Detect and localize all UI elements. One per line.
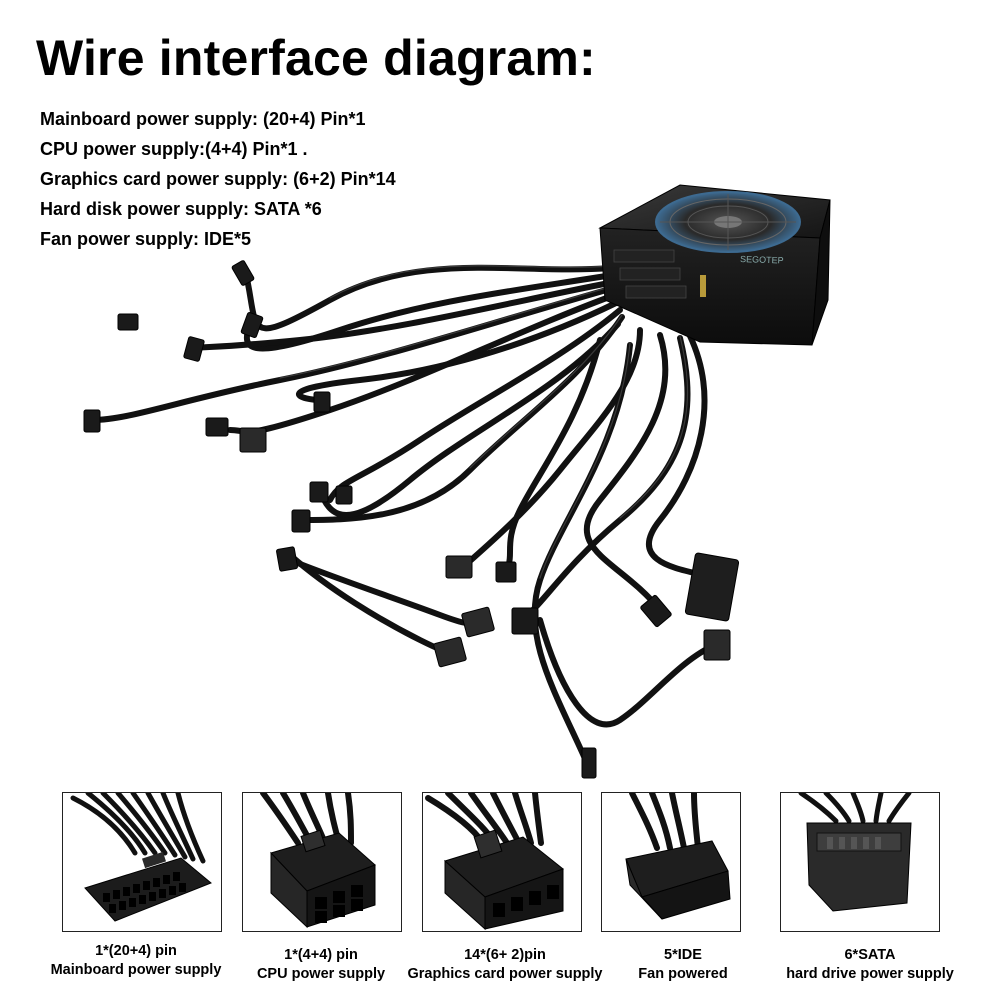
- page-title: Wire interface diagram:: [36, 30, 596, 86]
- psu-brand-label: SEGOTEP: [740, 254, 784, 266]
- cpu-8pin-connector-icon: [260, 793, 376, 929]
- caption-ide: 5*IDE Fan powered: [638, 947, 728, 982]
- psu-badge: [700, 275, 706, 297]
- atx-24pin-connector-icon: [70, 793, 212, 922]
- molex-ide-connector-icon: [625, 793, 731, 920]
- spec-hard-disk: Hard disk power supply: SATA *6: [40, 199, 322, 219]
- psu-cable-harness-illustration: SEGOTEP: [83, 184, 831, 779]
- pcie-8pin-connector-icon: [425, 793, 565, 931]
- cable-sleeve-highlights: [279, 265, 689, 579]
- psu-modular-ports: [613, 249, 687, 299]
- connector-panel-sata: [780, 792, 940, 932]
- caption-mainboard: 1*(20+4) pin Mainboard power supply: [50, 943, 222, 978]
- connector-panel-graphics: [422, 792, 582, 932]
- cable-end-connectors: [83, 260, 740, 779]
- connector-panel-cpu: [242, 792, 402, 932]
- connector-panel-mainboard: [62, 792, 222, 932]
- caption-cpu: 1*(4+4) pin CPU power supply: [256, 947, 386, 982]
- sata-connector-icon: [798, 793, 912, 912]
- caption-graphics: 14*(6+ 2)pin Graphics card power supply: [407, 947, 603, 982]
- cable-bundle: [89, 264, 723, 773]
- spec-fan: Fan power supply: IDE*5: [40, 229, 252, 249]
- spec-mainboard: Mainboard power supply: (20+4) Pin*1: [40, 109, 366, 129]
- spec-cpu: CPU power supply:(4+4) Pin*1 .: [40, 139, 308, 159]
- spec-list: Mainboard power supply: (20+4) Pin*1 CPU…: [40, 104, 396, 254]
- spec-graphics: Graphics card power supply: (6+2) Pin*14: [40, 169, 396, 189]
- caption-sata: 6*SATA hard drive power supply: [786, 947, 954, 982]
- psu-unit: SEGOTEP: [598, 184, 831, 346]
- connector-panel-ide: [601, 792, 741, 932]
